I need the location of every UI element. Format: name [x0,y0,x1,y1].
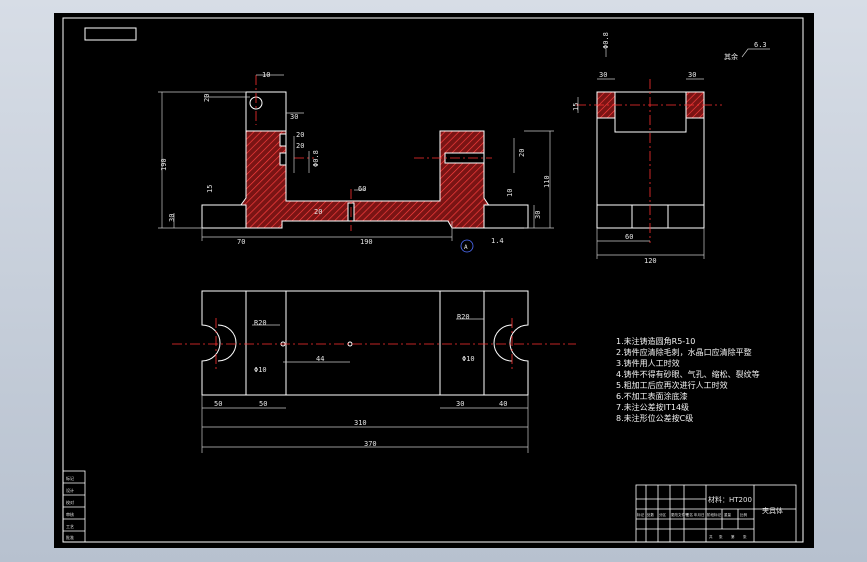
top-phi-right: Φ10 [462,355,475,363]
top-dim-40: 40 [499,400,507,408]
side-dim-30: 30 [599,71,607,79]
top-dim-50b: 50 [259,400,267,408]
side-dim-15: 15 [572,103,580,111]
dim-20b: 20 [296,131,304,139]
top-dim-370: 370 [364,440,377,448]
top-r-left: R20 [254,319,267,327]
dim-190: 190 [160,158,168,171]
side-dim-30b: 30 [688,71,696,79]
dim-phi: Φ0.8 [312,150,320,167]
top-phi-left: Φ10 [254,366,267,374]
roughness-rest: 其余 [724,52,738,61]
side-view [596,91,705,229]
dim-20c: 20 [296,142,304,150]
tb-head-1: 标记 [637,512,645,517]
top-dim-44: 44 [316,355,324,363]
tb-head-2: 处数 [647,512,655,517]
tb-sheet-2: 张 [719,534,723,539]
tb-sheet-1: 共 [709,534,713,539]
tb-sheet-4: 张 [743,534,747,539]
top-dim-30: 30 [456,400,464,408]
section-label: A [464,244,468,251]
dim-20d: 20 [314,208,322,216]
top-dim-310: 310 [354,419,367,427]
drawing-canvas: 10 20 190 30 15 30 20 20 Φ0.8 60 20 110 … [62,17,804,543]
side-dim-120: 120 [644,257,657,265]
dim-30c: 30 [534,211,542,219]
note-8: 8.未注形位公差按C级 [616,413,693,423]
strip-label-3: 校对 [66,499,74,505]
top-dim-50a: 50 [214,400,222,408]
title-block [635,484,797,543]
strip-label-1: 标记 [66,475,74,481]
dim-70: 70 [237,238,245,246]
note-1: 1.未注铸造圆角R5-10 [616,336,695,346]
part-name: 夹具体 [762,506,783,515]
dim-30b: 30 [290,113,298,121]
note-7: 7.未注公差按IT14级 [616,402,689,412]
strip-label-4: 审核 [66,511,74,517]
note-5: 5.粗加工后应再次进行人工时效 [616,380,728,390]
note-3: 3.铸件用人工时效 [616,358,680,368]
tb-head-6: 年月日 [694,512,705,517]
strip-label-5: 工艺 [66,524,74,529]
dim-20e: 20 [518,149,526,157]
note-2: 2.铸件应清除毛刺，水晶口应清除平整 [616,347,752,357]
dim-1-4: 1.4 [491,237,504,245]
tb-head-3: 分区 [659,512,667,517]
dim-15: 15 [206,185,214,193]
dim-60: 60 [358,185,366,193]
strip-label-2: 设计 [66,487,74,493]
material-label: 材料：HT200 [708,495,752,504]
dim-10: 10 [262,71,270,79]
dim-190b: 190 [360,238,373,246]
tb-head-5: 签名 [686,512,693,517]
top-view [201,290,529,396]
dim-110: 110 [543,175,551,188]
dim-30: 30 [168,214,176,222]
outer-border [62,17,804,543]
tb-scale-2: 重量 [724,512,732,517]
tb-sheet-3: 第 [731,534,735,539]
tb-scale-1: 阶段标记 [707,512,721,517]
top-r-right: R20 [457,313,470,321]
note-6: 6.不加工表面涂底漆 [616,391,688,401]
dim-20: 20 [203,94,211,102]
strip-label-6: 批准 [66,534,74,540]
left-strip [62,470,86,543]
cad-viewport[interactable]: 10 20 190 30 15 30 20 20 Φ0.8 60 20 110 … [54,13,814,548]
front-view [201,91,529,229]
side-dim-60: 60 [625,233,633,241]
tb-scale-3: 比例 [740,512,748,517]
roughness-value: 6.3 [754,41,767,49]
code-box [84,27,137,41]
note-4: 4.铸件不得有砂眼、气孔、缩松、裂纹等 [616,369,760,379]
technical-notes: 1.未注铸造圆角R5-10 2.铸件应清除毛刺，水晶口应清除平整 3.铸件用人工… [616,336,760,423]
side-dim-phi: Φ0.8 [602,32,610,49]
tb-head-4: 更改文件号 [671,512,689,517]
dim-10b: 10 [506,189,514,197]
